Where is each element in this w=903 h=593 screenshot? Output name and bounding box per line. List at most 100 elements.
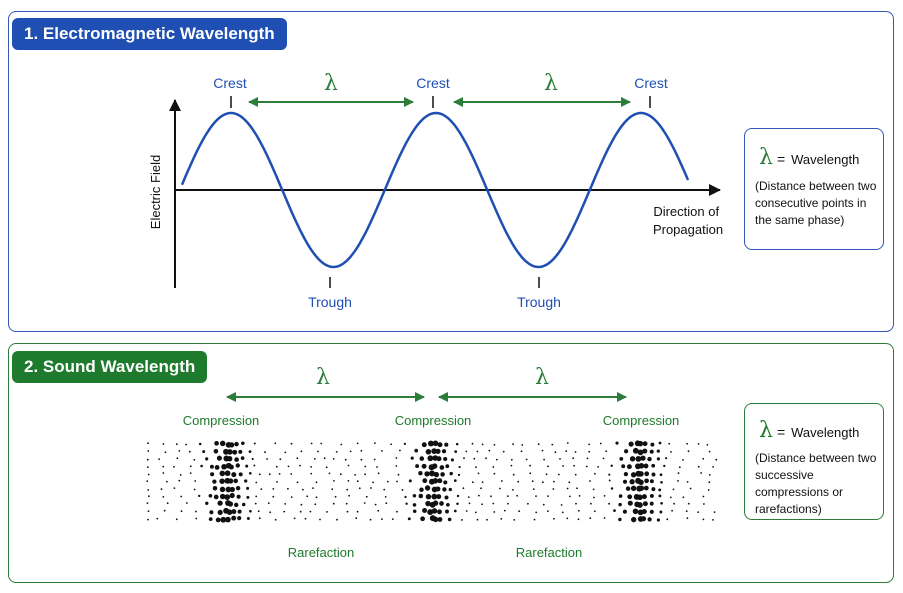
air-particle <box>219 486 226 493</box>
air-particle <box>185 443 188 446</box>
air-particle <box>422 508 428 513</box>
air-particle <box>257 510 260 513</box>
air-particle <box>608 479 611 482</box>
air-particle <box>202 450 206 454</box>
air-particle <box>175 443 178 446</box>
air-particle <box>456 502 459 506</box>
air-particle <box>355 517 358 520</box>
air-particle <box>429 470 435 477</box>
air-particle <box>463 457 465 460</box>
air-particle <box>162 465 165 468</box>
air-particle <box>703 503 705 505</box>
air-particle <box>227 449 233 455</box>
air-particle <box>478 494 480 497</box>
air-particle <box>290 473 293 475</box>
air-particle <box>356 510 359 513</box>
lambda-symbol: λ <box>544 71 558 96</box>
air-particle <box>436 494 442 500</box>
compression-label: Compression <box>183 413 260 428</box>
air-particle <box>641 494 647 500</box>
air-particle <box>147 473 150 476</box>
air-particle <box>209 510 214 515</box>
air-particle <box>447 517 452 522</box>
air-particle <box>408 479 412 483</box>
air-particle <box>335 451 338 453</box>
air-particle <box>293 517 296 520</box>
air-particle <box>529 464 531 467</box>
air-particle <box>697 443 700 445</box>
air-particle <box>238 449 243 454</box>
air-particle <box>390 443 392 446</box>
air-particle <box>272 488 275 490</box>
air-particle <box>480 487 482 490</box>
air-particle <box>193 488 196 491</box>
air-particle <box>431 508 438 514</box>
air-particle <box>296 481 299 484</box>
air-particle <box>304 517 307 520</box>
trough-label: Trough <box>308 294 352 310</box>
air-particle <box>274 442 277 445</box>
air-particle <box>594 472 596 475</box>
air-particle <box>658 494 662 498</box>
air-particle <box>659 473 663 477</box>
trough-label: Trough <box>517 294 561 310</box>
air-particle <box>176 457 179 460</box>
air-particle <box>713 511 716 513</box>
air-particle <box>299 464 301 467</box>
air-particle <box>533 518 536 521</box>
air-particle <box>214 440 219 446</box>
air-particle <box>148 495 150 498</box>
air-particle <box>296 457 299 460</box>
air-particle <box>651 487 656 492</box>
air-particle <box>370 487 372 489</box>
air-particle <box>496 458 498 461</box>
air-particle <box>554 451 557 454</box>
air-particle <box>649 449 654 454</box>
air-particle <box>510 458 513 461</box>
air-particle <box>457 473 461 477</box>
air-particle <box>404 495 407 499</box>
air-particle <box>462 487 465 490</box>
air-particle <box>458 466 461 469</box>
air-particle <box>200 464 203 468</box>
air-particle <box>545 473 548 476</box>
air-particle <box>283 510 286 513</box>
air-particle <box>276 481 278 483</box>
air-particle <box>641 508 647 515</box>
air-particle <box>535 495 537 497</box>
air-particle <box>649 509 654 514</box>
air-particle <box>234 441 239 447</box>
air-particle <box>310 466 312 468</box>
air-particle <box>553 517 555 520</box>
air-particle <box>490 495 492 498</box>
air-particle <box>444 495 449 500</box>
air-particle <box>436 456 442 462</box>
air-particle <box>493 444 496 446</box>
air-particle <box>643 485 649 491</box>
air-particle <box>642 448 648 454</box>
air-particle <box>235 463 240 468</box>
air-particle <box>331 488 334 491</box>
air-particle <box>397 473 400 476</box>
air-particle <box>559 458 561 460</box>
air-particle <box>208 517 213 521</box>
air-particle <box>407 517 411 521</box>
air-particle <box>542 503 545 506</box>
air-particle <box>602 457 605 460</box>
air-particle <box>449 471 453 476</box>
air-particle <box>640 516 647 522</box>
air-particle <box>332 502 335 505</box>
x-axis-label: Direction of Propagation <box>653 204 723 237</box>
air-particle <box>658 441 662 445</box>
air-particle <box>610 464 613 468</box>
air-particle <box>240 456 245 460</box>
air-particle <box>179 474 182 476</box>
air-particle <box>364 473 366 476</box>
air-particle <box>219 470 226 477</box>
air-particle <box>217 500 223 506</box>
air-particle <box>208 493 213 498</box>
air-particle <box>670 451 672 453</box>
air-particle <box>578 495 581 497</box>
air-particle <box>345 502 348 505</box>
air-particle <box>147 450 150 452</box>
